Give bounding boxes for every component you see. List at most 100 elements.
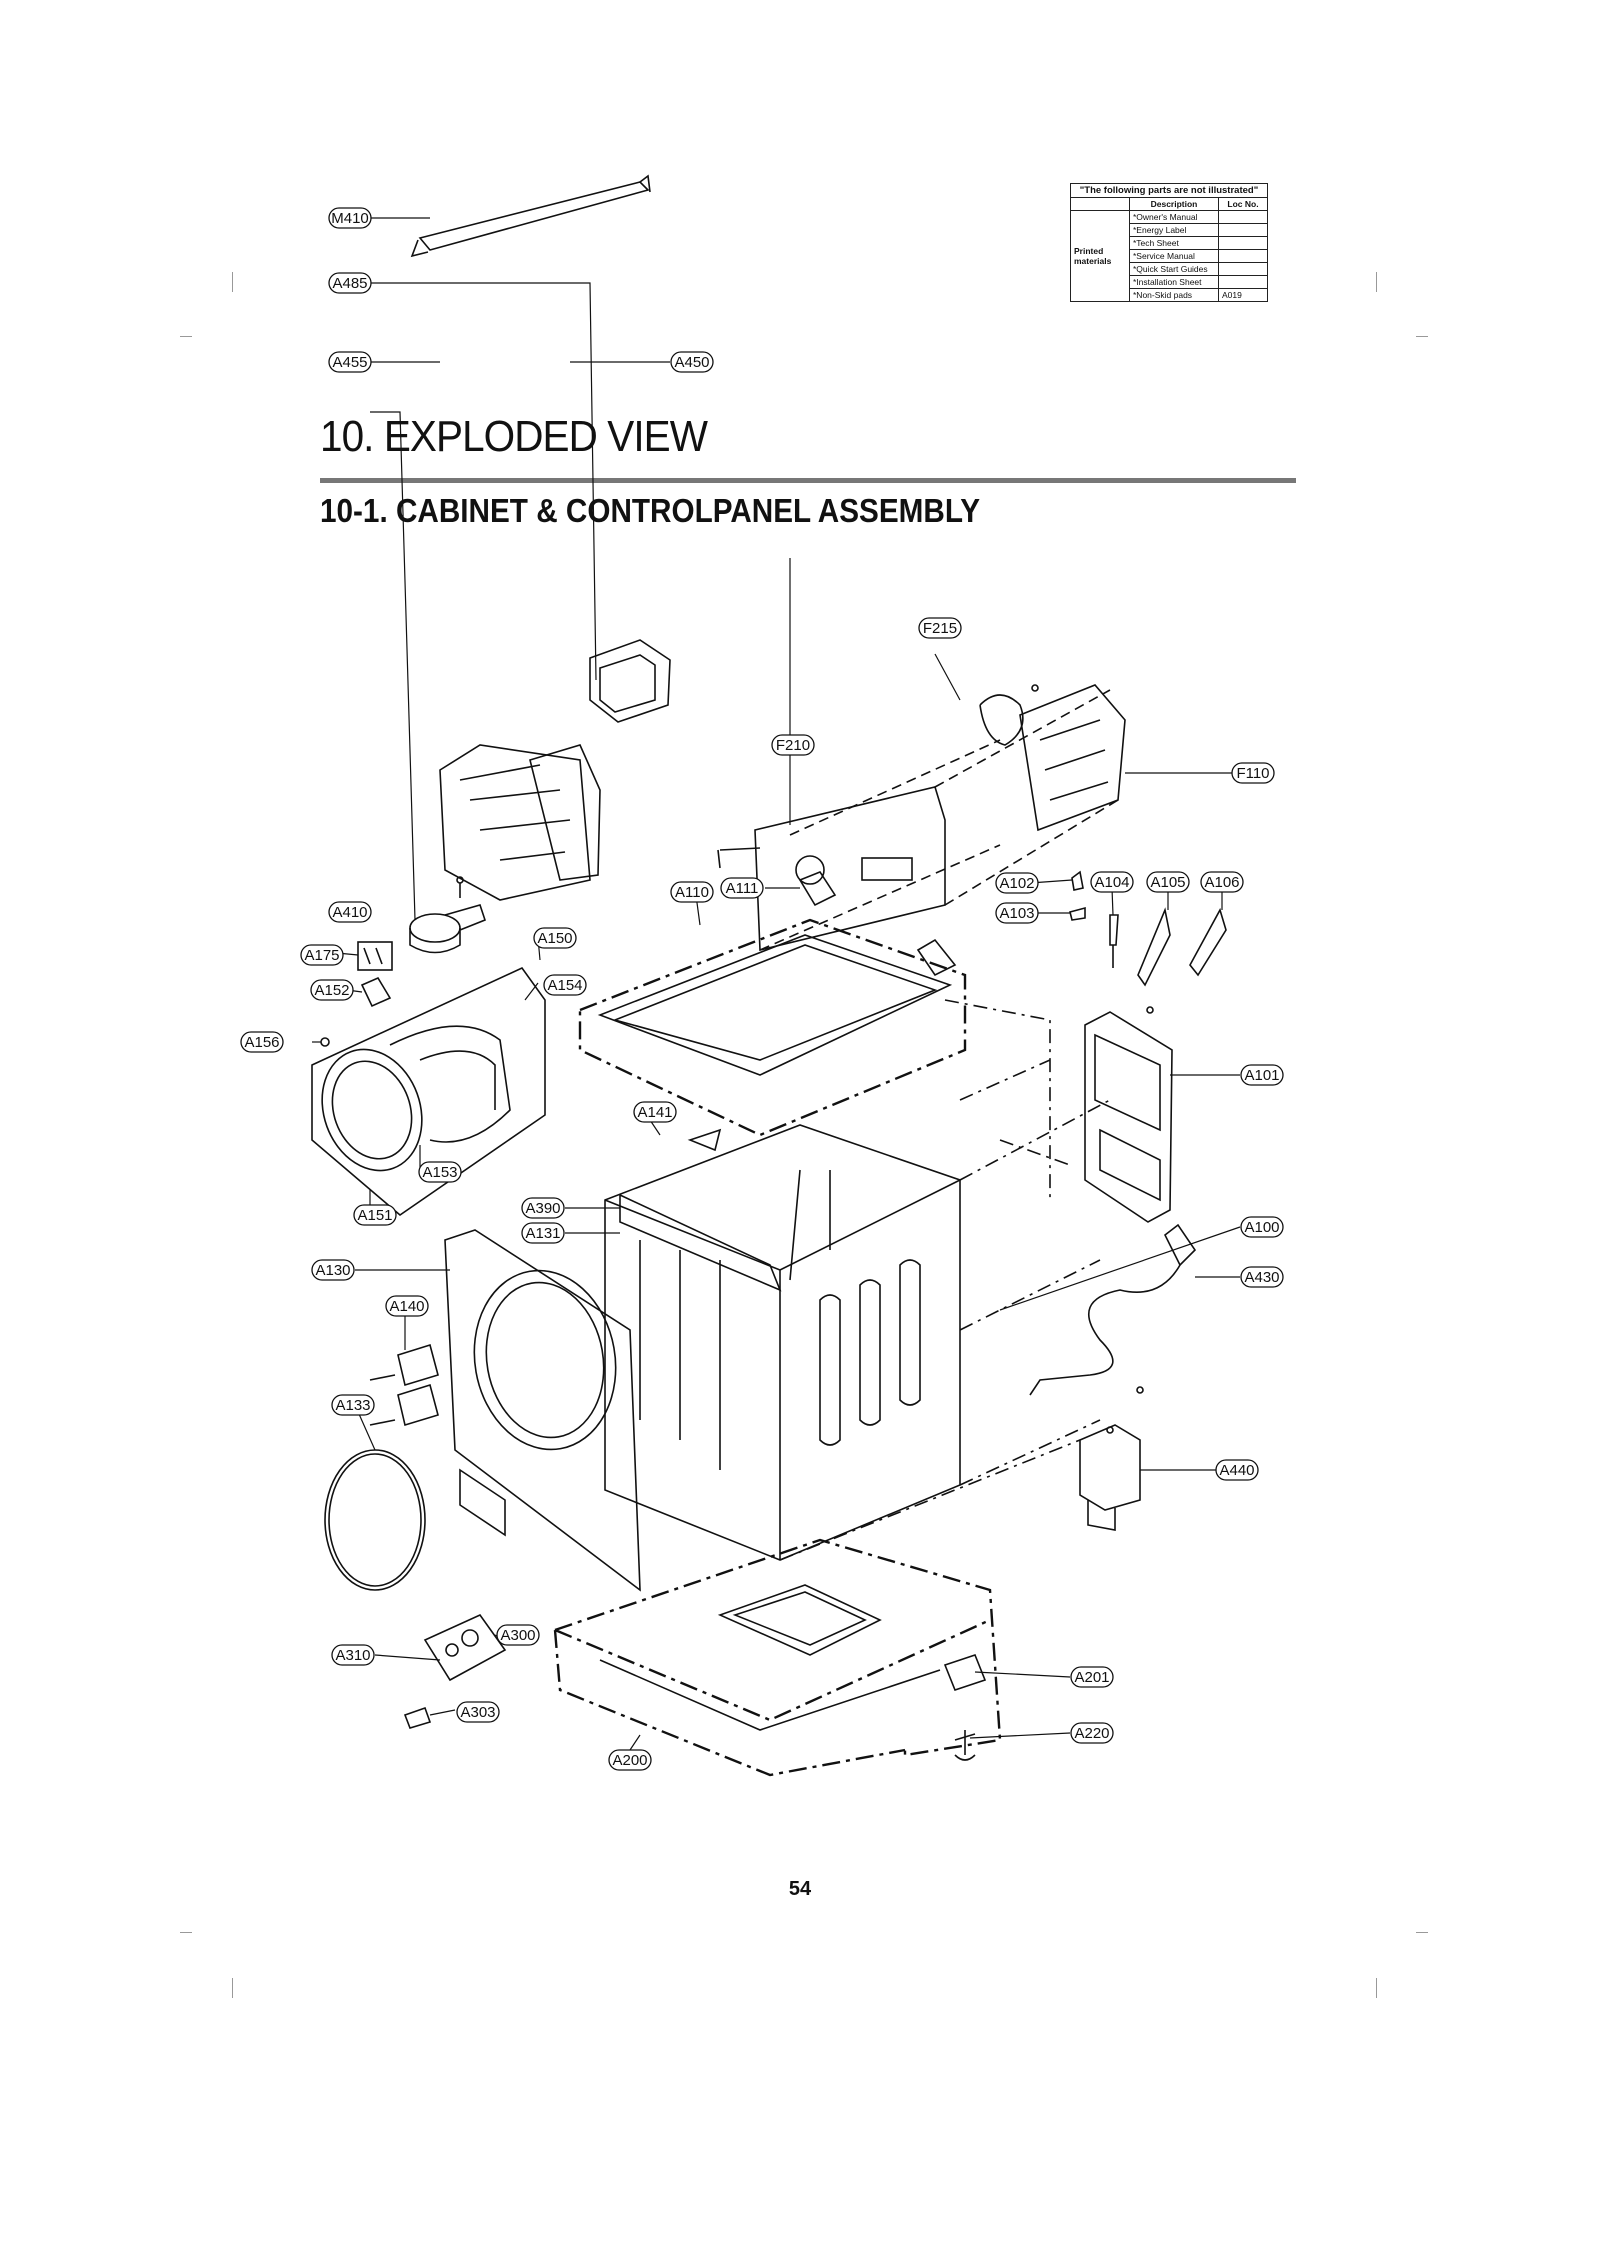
callout-label: A175 (304, 947, 339, 964)
callout-a105: A105 (1146, 871, 1190, 893)
callout-label: A440 (1219, 1462, 1254, 1479)
callout-label: A141 (637, 1104, 672, 1121)
page-number: 54 (788, 1878, 812, 1900)
callout-label: F210 (776, 737, 810, 754)
row-description: *Energy Label (1129, 223, 1219, 237)
part-a200-base (553, 1538, 1002, 1777)
part-f215-knob (979, 694, 1024, 746)
callout-label: A102 (999, 875, 1034, 892)
callout-label: A201 (1074, 1669, 1109, 1686)
heading-rule (320, 478, 1296, 483)
callout-f110: F110 (1231, 762, 1275, 784)
part-f110-pcb (1019, 684, 1126, 832)
crop-mark (1376, 1978, 1377, 1998)
part-a440-filter (1079, 1424, 1141, 1511)
part-a153-hinge (389, 1025, 511, 1143)
part-a100-cabinet (604, 1124, 961, 1561)
section-heading: 10-1. CABINET & CONTROLPANEL ASSEMBLY (320, 492, 981, 529)
row-description: *Owner's Manual (1129, 210, 1219, 224)
callout-a410: A410 (328, 901, 372, 923)
part-a111-bracket (798, 871, 837, 907)
callout-label: A154 (547, 977, 582, 994)
callout-a140: A140 (385, 1295, 429, 1317)
callout-a175: A175 (300, 944, 344, 966)
callout-a101: A101 (1240, 1064, 1284, 1086)
part-m410-bracket (418, 181, 650, 251)
row-loc (1218, 223, 1268, 237)
table-row: *Installation Sheet (1071, 275, 1268, 289)
callout-a152: A152 (310, 979, 354, 1001)
crop-mark (232, 1978, 233, 1998)
callout-label: A156 (244, 1034, 279, 1051)
callout-label: A104 (1094, 874, 1129, 891)
callout-a430: A430 (1240, 1266, 1284, 1288)
callout-label: A106 (1204, 874, 1239, 891)
part-a104-damper (1109, 914, 1119, 968)
part-a410-pump (409, 913, 461, 943)
callout-label: A150 (537, 930, 572, 947)
part-a110-top-plate (578, 918, 967, 1137)
part-a151-door-box (311, 966, 546, 1217)
callout-a300: A300 (496, 1624, 540, 1646)
part-a390-bar (619, 1193, 782, 1292)
row-description: *Non-Skid pads (1129, 288, 1219, 302)
callout-a133: A133 (331, 1394, 375, 1416)
part-a151-door-ring (321, 1048, 423, 1172)
not-illustrated-caption: "The following parts are not illustrated… (1070, 183, 1268, 198)
callout-label: A105 (1150, 874, 1185, 891)
part-a220-foot (954, 1730, 976, 1761)
callout-label: A131 (525, 1225, 560, 1242)
part-a201-bracket (943, 1654, 987, 1691)
table-row: Printed materials*Owner's Manual (1070, 210, 1268, 302)
part-a485-module (589, 639, 671, 723)
callout-a104: A104 (1090, 871, 1134, 893)
part-a152 (360, 976, 392, 1008)
callout-label: A101 (1244, 1067, 1279, 1084)
callout-label: A450 (674, 354, 709, 371)
callout-label: A430 (1244, 1269, 1279, 1286)
callout-label: A103 (999, 905, 1034, 922)
callout-label: A310 (335, 1647, 370, 1664)
callout-a102: A102 (995, 872, 1039, 894)
row-description: *Tech Sheet (1129, 236, 1219, 250)
part-a303 (403, 1706, 432, 1729)
callout-a220: A220 (1070, 1722, 1114, 1744)
part-a455-pcb (439, 744, 591, 901)
callout-m410: M410 (328, 207, 372, 229)
row-loc (1218, 275, 1268, 289)
crop-mark (1416, 1932, 1428, 1933)
part-a310-drawer (423, 1613, 507, 1682)
callout-label: A100 (1244, 1219, 1279, 1236)
part-a156 (320, 1037, 330, 1047)
callout-label: M410 (331, 210, 369, 227)
callout-label: A151 (357, 1207, 392, 1224)
crop-mark (1416, 336, 1428, 337)
group-label: Printed materials (1070, 210, 1130, 302)
part-a105-damper (1137, 907, 1171, 987)
crop-mark (180, 336, 192, 337)
part-a140-hinge (397, 1343, 439, 1387)
row-loc (1218, 262, 1268, 276)
row-description: *Installation Sheet (1129, 275, 1219, 289)
callout-a485: A485 (328, 272, 372, 294)
not-illustrated-rows: Printed materials*Owner's Manual*Energy … (1070, 210, 1268, 302)
row-loc (1218, 249, 1268, 263)
callout-a390: A390 (521, 1197, 565, 1219)
callout-a106: A106 (1200, 871, 1244, 893)
callout-label: A152 (314, 982, 349, 999)
callout-a153: A153 (418, 1161, 462, 1183)
callout-label: F215 (923, 620, 957, 637)
part-a175-clip (357, 941, 393, 971)
callout-a110: A110 (670, 881, 714, 903)
not-illustrated-table: "The following parts are not illustrated… (1070, 183, 1268, 302)
callout-label: A153 (422, 1164, 457, 1181)
row-loc (1218, 236, 1268, 250)
callout-a310: A310 (331, 1644, 375, 1666)
callout-a303: A303 (456, 1701, 500, 1723)
callout-label: A133 (335, 1397, 370, 1414)
callout-f210: F210 (771, 734, 815, 756)
row-loc: A019 (1218, 288, 1268, 302)
callout-a141: A141 (633, 1101, 677, 1123)
